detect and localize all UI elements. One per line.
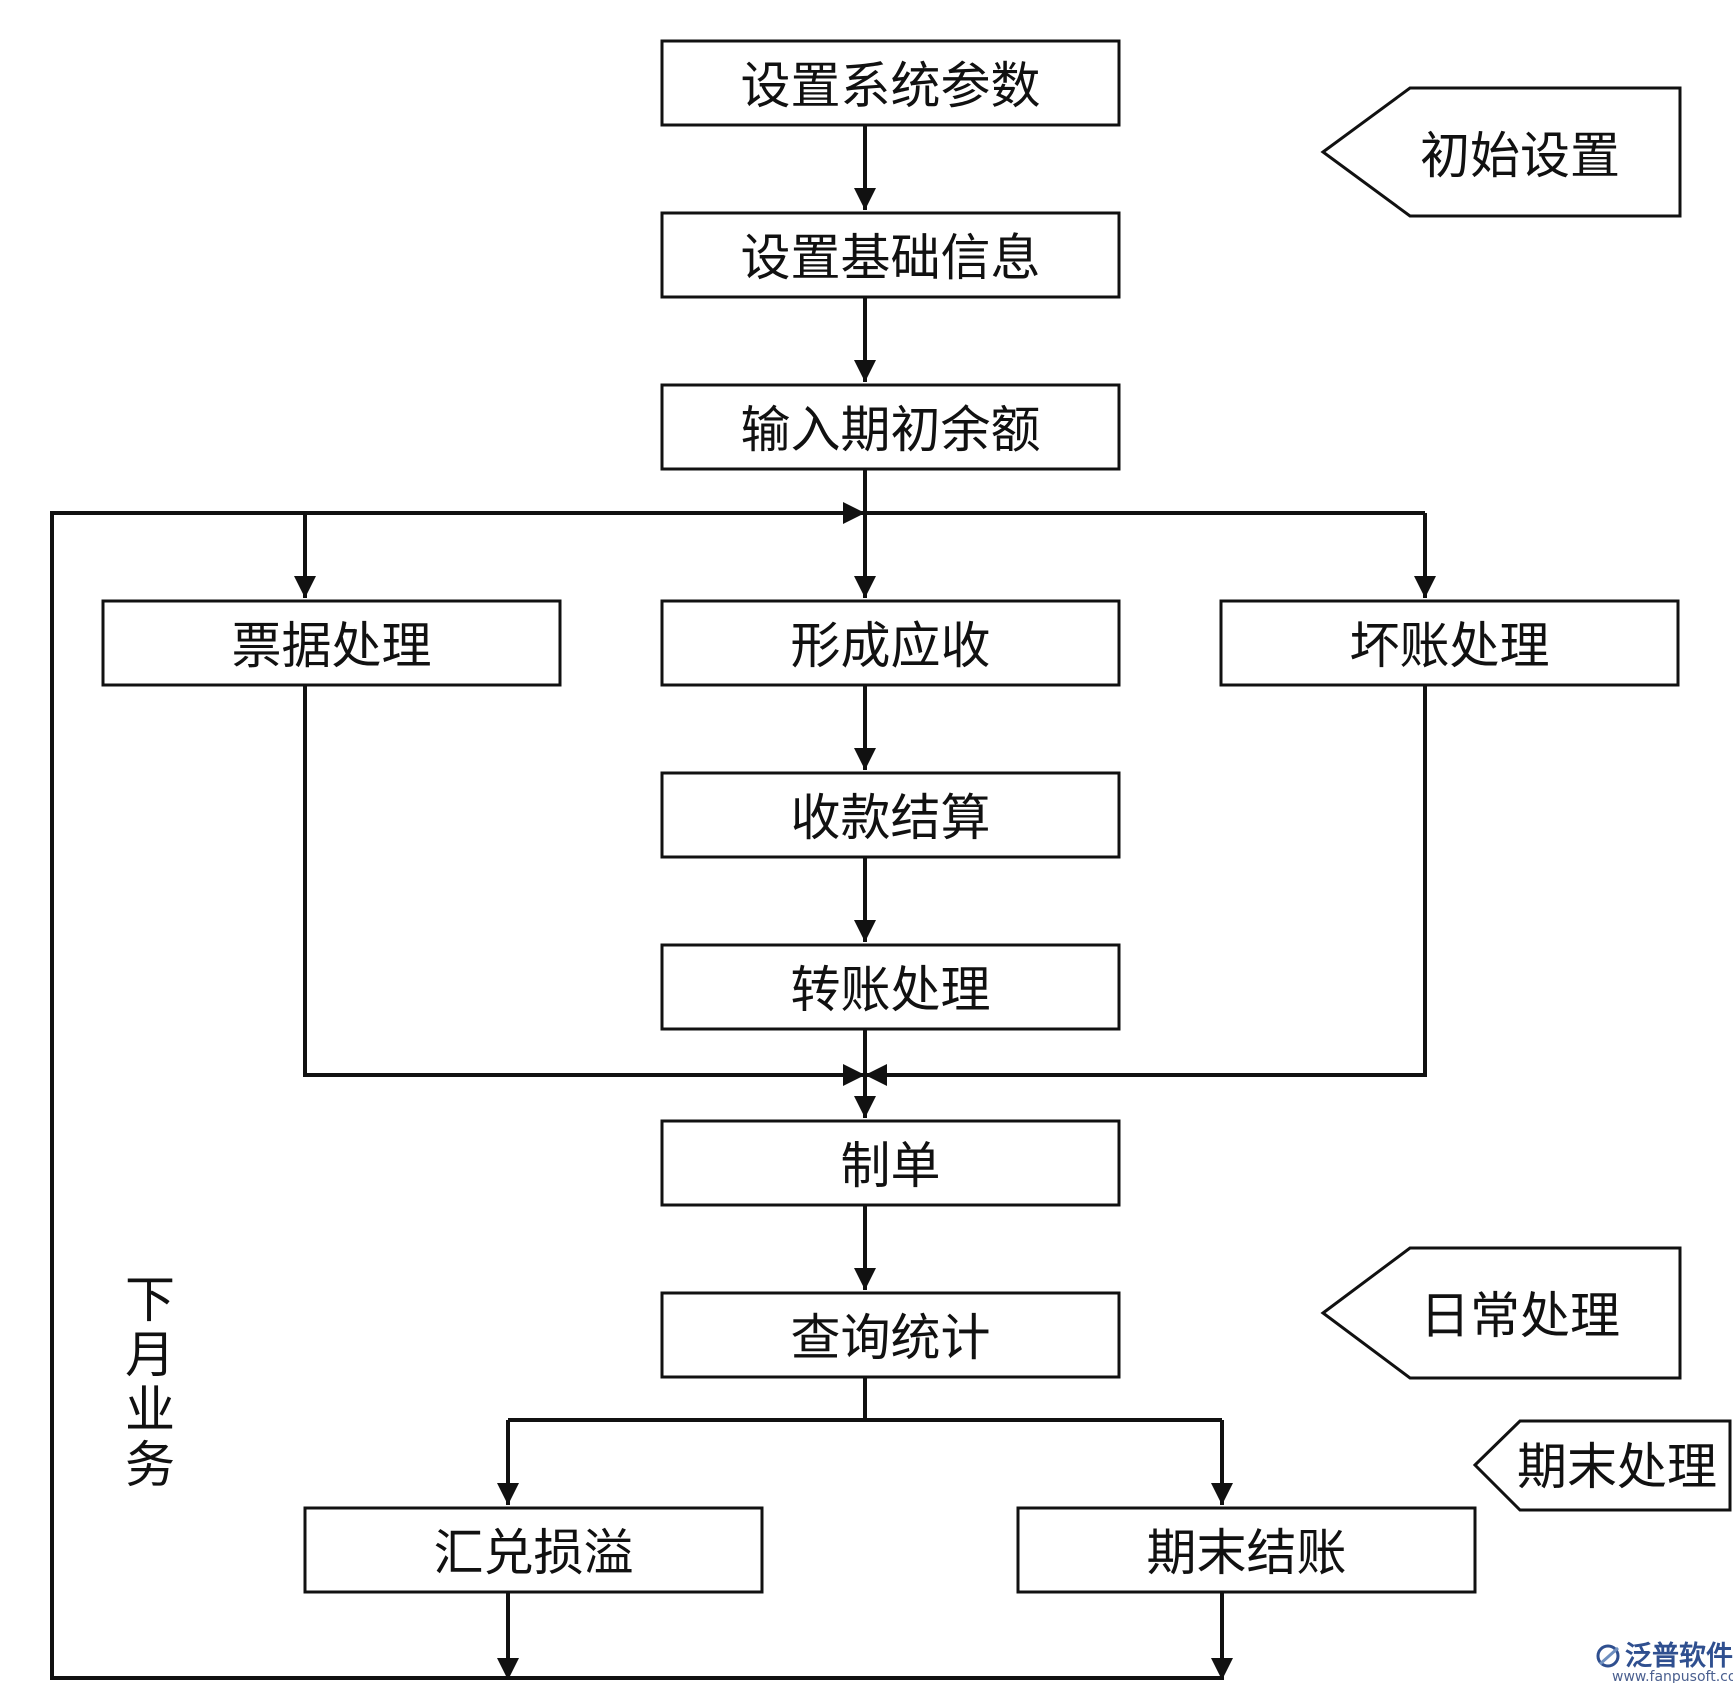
process-box-exchange-gain-loss: 汇兑损溢 [303, 1506, 764, 1594]
loop-char: 月 [125, 1326, 175, 1384]
process-box-set-params: 设置系统参数 [660, 39, 1121, 127]
loop-char: 业 [125, 1381, 175, 1439]
box-label: 汇兑损溢 [434, 1524, 634, 1582]
process-box-period-end-closing: 期末结账 [1016, 1506, 1477, 1594]
box-label: 坏账处理 [1350, 617, 1550, 675]
process-box-transfer-processing: 转账处理 [660, 943, 1121, 1031]
process-box-set-basic-info: 设置基础信息 [660, 211, 1121, 299]
next-month-label: 下 月 业 务 [125, 1271, 175, 1494]
box-label: 转账处理 [791, 961, 991, 1019]
process-box-query-statistics: 查询统计 [660, 1291, 1121, 1379]
loop-char: 下 [125, 1271, 175, 1329]
phase-label: 日常处理 [1420, 1287, 1620, 1345]
process-box-bill-processing: 票据处理 [101, 599, 562, 687]
process-box-collection-settlement: 收款结算 [660, 771, 1121, 859]
process-box-make-voucher: 制单 [660, 1119, 1121, 1207]
box-label: 制单 [841, 1137, 941, 1195]
arrow-bill-to-merge [303, 685, 865, 1086]
phase-label: 期末处理 [1517, 1438, 1717, 1496]
box-label: 期末结账 [1147, 1524, 1347, 1582]
box-label: 收款结算 [791, 789, 991, 847]
phase-tag-initial-setup: 初始设置 [1320, 86, 1682, 218]
box-label: 查询统计 [791, 1309, 991, 1367]
connectors [50, 125, 1436, 1680]
phase-tag-daily-processing: 日常处理 [1320, 1246, 1682, 1380]
process-box-bad-debt: 坏账处理 [1219, 599, 1680, 687]
arrow-next-month-loop [50, 502, 1222, 1680]
arrow-bad-debt-to-merge [865, 685, 1427, 1086]
process-box-form-receivable: 形成应收 [660, 599, 1121, 687]
box-label: 输入期初余额 [741, 401, 1041, 459]
loop-char: 务 [125, 1436, 175, 1494]
brand-logo-icon [1596, 1644, 1620, 1668]
box-label: 设置基础信息 [741, 229, 1041, 287]
box-label: 设置系统参数 [741, 57, 1041, 115]
watermark-url: www.fanpusoft.com [1612, 1669, 1733, 1683]
box-label: 票据处理 [232, 617, 432, 675]
phase-tag-period-end-processing: 期末处理 [1472, 1419, 1732, 1512]
watermark: 泛普软件 www.fanpusoft.com [1596, 1640, 1733, 1683]
watermark-brand: 泛普软件 [1625, 1640, 1733, 1672]
process-box-opening-balance: 输入期初余额 [660, 383, 1121, 471]
phase-label: 初始设置 [1420, 127, 1620, 185]
box-label: 形成应收 [791, 617, 991, 675]
